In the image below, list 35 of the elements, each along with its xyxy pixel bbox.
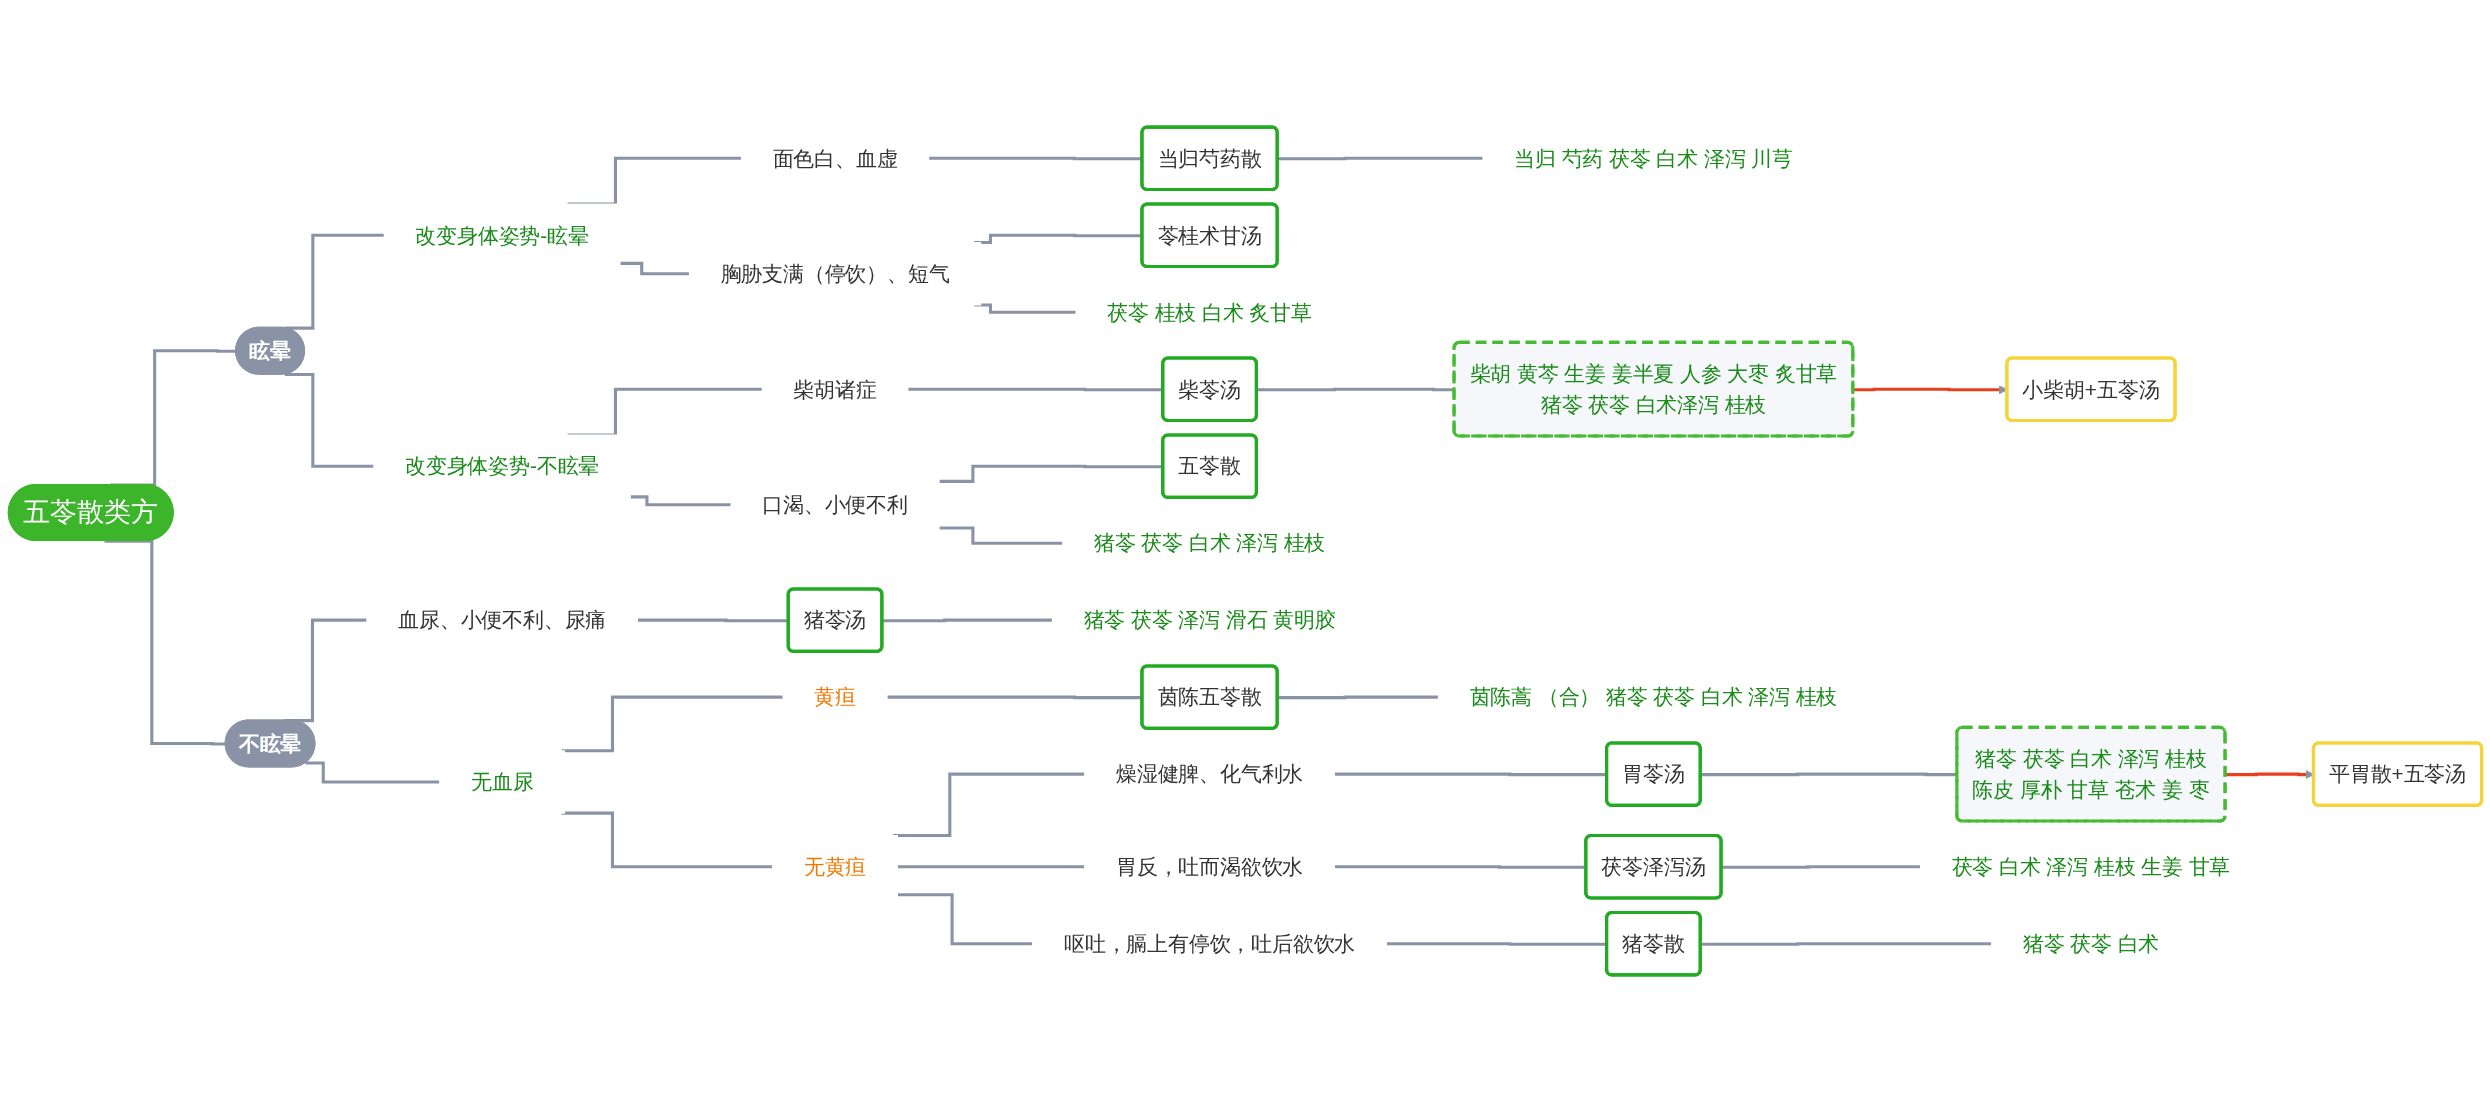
node-text: 当归 芍药 茯苓 白术 泽泻 川芎 [1514, 146, 1793, 170]
connector [939, 526, 1063, 545]
node-text: 茯苓 白术 泽泻 桂枝 生姜 甘草 [1951, 855, 2231, 879]
node-text: 呕吐，膈上有停饮，吐后欲饮水 [1063, 932, 1356, 956]
connector [567, 387, 763, 437]
node-text: 口渴、小便不利 [762, 493, 908, 517]
connector [882, 618, 1053, 623]
connector [284, 233, 385, 330]
node-text: 茯苓 桂枝 白术 炙甘草 [1107, 300, 1312, 324]
node-text: 无黄疸 [803, 855, 867, 879]
node-text: 柴胡诸症 [793, 377, 877, 401]
connector [887, 695, 1143, 700]
node-text: 猪苓 茯苓 泽泻 滑石 黄明胶 [1083, 608, 1336, 632]
connector [561, 811, 773, 869]
node-text: 无血尿 [470, 770, 534, 794]
node-text: 胃反，吐而渴欲饮水 [1115, 855, 1304, 879]
connector [567, 156, 742, 206]
connector [897, 865, 1085, 869]
node-text: 燥湿健脾、化气利水 [1115, 762, 1304, 786]
connector [630, 495, 731, 507]
node-text: 面色白、血虚 [772, 146, 898, 170]
node-text: 血尿、小便不利、尿痛 [398, 608, 607, 632]
connector [561, 695, 784, 753]
connector [620, 261, 690, 276]
connector [305, 761, 440, 784]
connector [284, 372, 374, 468]
connector [897, 893, 1033, 946]
node-text: 猪苓 茯苓 白术 [2022, 932, 2160, 956]
connector [928, 156, 1143, 161]
node-text: 黄疸 [814, 685, 856, 709]
node-text: 胸胁支满（停饮）、短气 [720, 262, 950, 286]
connector [974, 303, 1077, 314]
node-text: 猪苓 茯苓 白术 泽泻 桂枝 [1093, 531, 1326, 555]
connector [104, 539, 226, 746]
node-text: 茵陈蒿 （合） 猪苓 茯苓 白术 泽泻 桂枝 [1469, 685, 1838, 709]
